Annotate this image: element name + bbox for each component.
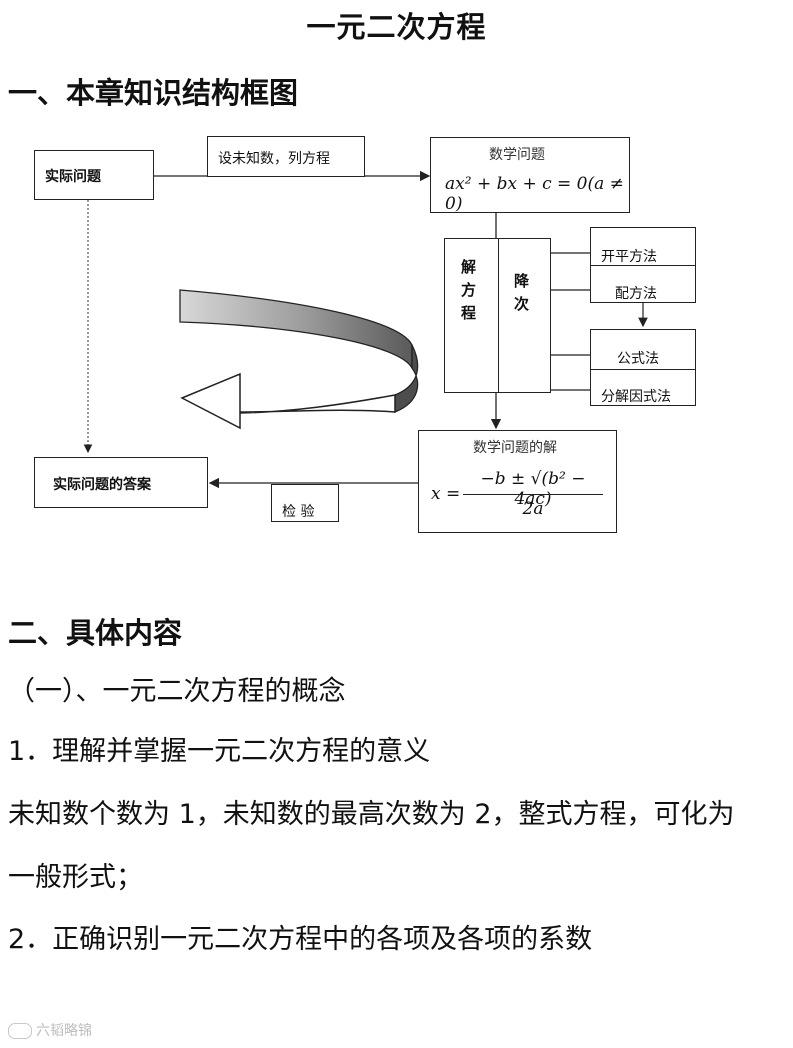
solution-denominator: 2a [463,499,603,519]
method-kaipingfang: 开平方法 [601,246,657,266]
solution-lhs: x = [431,484,460,504]
math-problem-box: 数学问题 ax² + bx + c = 0(a ≠ 0) [430,137,630,213]
set-unknown-label: 设未知数，列方程 [218,148,330,168]
paragraph-line-1: 未知数个数为 1，未知数的最高次数为 2，整式方程，可化为 [8,799,735,831]
answer-label: 实际问题的答案 [53,474,151,494]
method-group-bottom: 公式法 分解因式法 [590,329,696,406]
section-heading-2: 二、具体内容 [8,610,182,652]
math-problem-caption: 数学问题 [489,144,545,164]
curved-return-arrow-icon [180,290,418,428]
real-problem-box: 实际问题 [34,150,154,200]
item-2: 2．正确识别一元二次方程中的各项及各项的系数 [8,924,592,956]
solve-reduce-divider [498,239,499,392]
quadratic-general-form: ax² + bx + c = 0(a ≠ 0) [445,174,629,214]
method-gongshi: 公式法 [617,348,659,368]
reduce-degree-label: 降次 [511,273,532,319]
solution-caption: 数学问题的解 [473,437,557,457]
subheading-concept: （一）、一元二次方程的概念 [8,676,346,708]
answer-box: 实际问题的答案 [34,457,208,508]
check-box: 检 验 [271,484,339,522]
solve-reduce-box: 解方程 降次 [444,238,551,393]
solve-equation-label: 解方程 [458,259,479,328]
check-label: 检 验 [282,501,314,521]
method-group-top: 开平方法 配方法 [590,227,696,303]
solution-box: 数学问题的解 x = −b ± √(b² − 4ac) 2a [418,430,617,533]
watermark: 六韬略锦 [8,1020,92,1040]
method-fenjieyinshi: 分解因式法 [601,386,671,406]
set-unknown-box: 设未知数，列方程 [207,136,365,177]
item-1: 1．理解并掌握一元二次方程的意义 [8,736,430,768]
real-problem-label: 实际问题 [45,166,101,186]
method-peifang: 配方法 [615,283,657,303]
fraction-bar [463,494,603,495]
watermark-logo-icon [8,1023,32,1039]
paragraph-line-2: 一般形式； [8,862,143,894]
